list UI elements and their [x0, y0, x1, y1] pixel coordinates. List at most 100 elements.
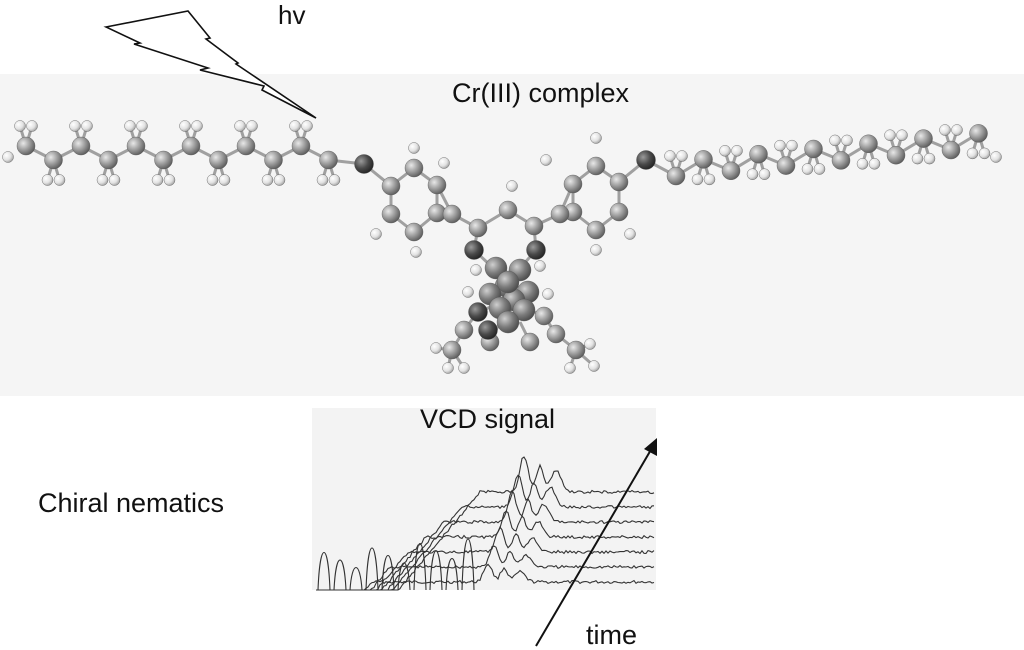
hydrogen-atom: [261, 174, 274, 186]
hydrogen-atom: [218, 174, 231, 186]
hydrogen-atom: [506, 180, 518, 192]
hydrogen-atom: [234, 120, 246, 132]
vcd-trace-dip: [365, 547, 379, 591]
hydrogen-atom: [136, 120, 148, 132]
hydrogen-atom: [584, 338, 596, 350]
hydrogen-atom: [458, 362, 470, 374]
vcd-trace-dip: [349, 567, 363, 591]
chromium-atom: [496, 310, 520, 334]
hydrogen-atom: [590, 244, 602, 256]
hydrogen-atom: [540, 154, 552, 166]
lightning-bolt-icon: [103, 10, 317, 119]
chromium-atom: [512, 298, 536, 322]
carbon-atom: [546, 324, 566, 344]
vcd-trace-dip: [429, 550, 443, 591]
hydrogen-atom: [829, 134, 841, 147]
hydrogen-atom: [664, 150, 676, 162]
oxygen-atom: [636, 150, 656, 170]
cr-complex-molecule: [2, 120, 1002, 374]
hydrogen-atom: [26, 120, 38, 132]
chromium-atom: [496, 270, 520, 294]
carbon-atom: [99, 150, 118, 170]
hydrogen-atom: [408, 142, 420, 154]
carbon-atom: [404, 158, 424, 178]
molecule-atoms: [2, 120, 1002, 374]
hydrogen-atom: [438, 157, 450, 169]
carbon-atom: [442, 204, 462, 224]
hydrogen-atom: [301, 120, 313, 132]
carbon-atom: [319, 150, 338, 170]
hydrogen-atom: [370, 228, 382, 240]
carbon-atom: [209, 150, 228, 170]
hydrogen-atom: [442, 362, 454, 374]
carbon-atom: [550, 204, 570, 224]
carbon-atom: [749, 144, 768, 164]
hydrogen-atom: [703, 173, 716, 186]
hydrogen-atom: [191, 120, 203, 132]
hydrogen-atom: [786, 139, 798, 152]
hydrogen-atom: [151, 174, 164, 186]
oxygen-atom: [464, 240, 484, 260]
carbon-atom: [468, 218, 488, 238]
hydrogen-atom: [108, 174, 121, 186]
hydrogen-atom: [470, 264, 482, 276]
oxygen-atom: [526, 240, 546, 260]
carbon-atom: [534, 306, 554, 326]
hydrogen-atom: [884, 129, 896, 141]
hydrogen-atom: [462, 286, 474, 298]
carbon-atom: [264, 150, 283, 170]
carbon-atom: [404, 222, 424, 242]
carbon-atom: [442, 340, 462, 360]
hydrogen-atom: [96, 174, 109, 186]
hydrogen-atom: [542, 288, 554, 300]
carbon-atom: [859, 134, 878, 154]
carbon-atom: [520, 332, 540, 352]
hydrogen-atom: [691, 173, 704, 186]
hydrogen-atom: [534, 260, 546, 272]
oxygen-atom: [354, 154, 374, 174]
hydrogen-atom: [923, 152, 936, 165]
hydrogen-atom: [731, 145, 743, 157]
vcd-trace-dip: [461, 538, 475, 591]
hydrogen-atom: [990, 151, 1002, 163]
carbon-atom: [563, 174, 583, 194]
hydrogen-atom: [179, 120, 191, 132]
carbon-atom: [831, 151, 851, 170]
hydrogen-atom: [896, 129, 908, 141]
hydrogen-atom: [430, 342, 442, 354]
hydrogen-atom: [951, 124, 963, 136]
carbon-atom: [886, 145, 906, 165]
hydrogen-atom: [410, 246, 422, 258]
hydrogen-atom: [841, 134, 853, 147]
vcd-trace-dip: [381, 555, 395, 591]
molecule-panel: [0, 74, 1024, 396]
carbon-atom: [694, 150, 713, 169]
carbon-atom: [291, 136, 311, 156]
hydrogen-atom: [2, 151, 14, 163]
carbon-atom: [16, 136, 36, 156]
carbon-atom: [586, 156, 606, 176]
carbon-atom: [71, 136, 91, 156]
vcd-trace-dip: [397, 562, 411, 591]
carbon-atom: [44, 150, 63, 170]
carbon-atom: [126, 136, 146, 156]
hydrogen-atom: [801, 163, 814, 175]
time-label: time: [586, 620, 638, 650]
hydrogen-atom: [81, 120, 93, 132]
hydrogen-atom: [939, 124, 951, 136]
carbon-atom: [524, 216, 544, 236]
hydrogen-atom: [206, 174, 219, 186]
hydrogen-atom: [163, 174, 176, 186]
carbon-atom: [804, 139, 823, 159]
vcd-signal-panel: [312, 408, 656, 590]
hydrogen-atom: [758, 168, 771, 180]
carbon-atom: [498, 200, 518, 220]
hydrogen-atom: [813, 163, 826, 175]
hydrogen-atom: [856, 158, 869, 170]
chiral-nematics-label: Chiral nematics: [38, 488, 225, 518]
carbon-atom: [381, 204, 401, 224]
hv-label: hv: [278, 0, 306, 30]
hydrogen-atom: [316, 174, 329, 186]
carbon-atom: [427, 175, 447, 195]
